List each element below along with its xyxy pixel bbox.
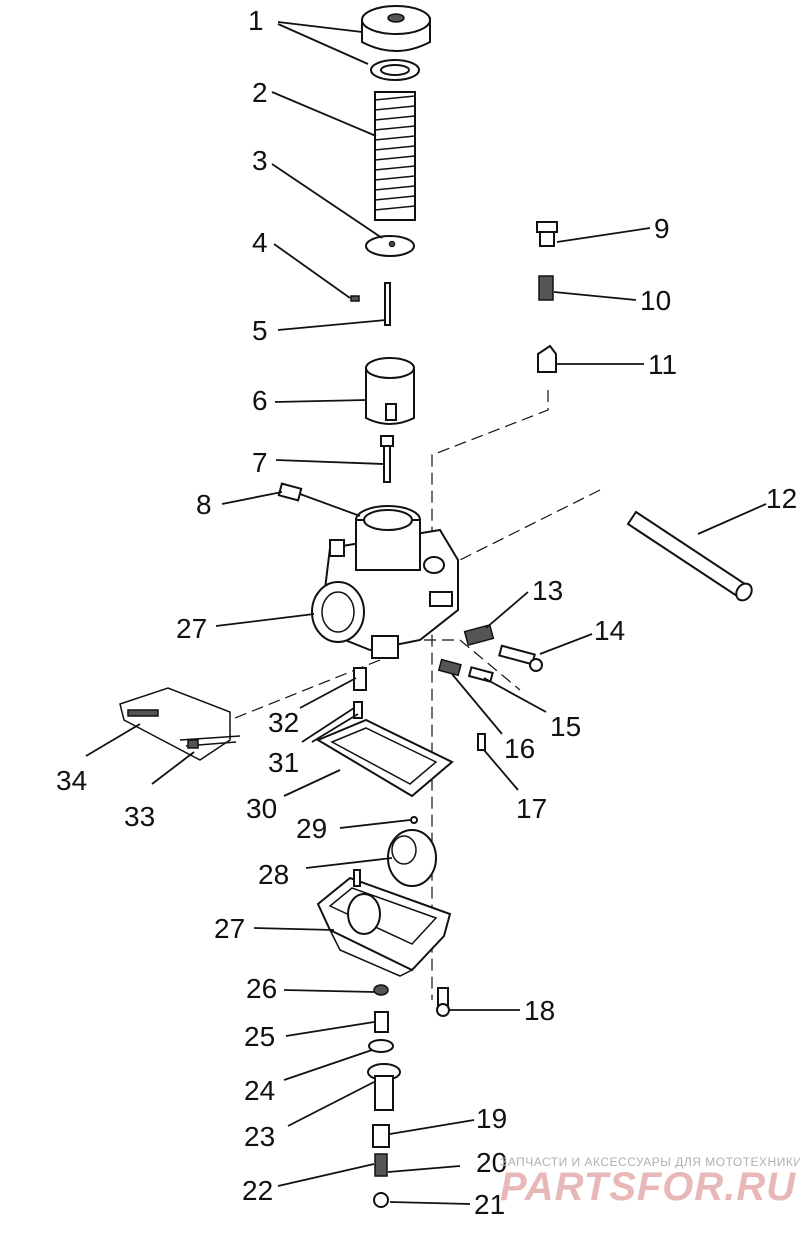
part-30-gasket: [315, 718, 454, 798]
part-19-starter-jet: [372, 1124, 390, 1148]
part-24-o-ring: [368, 1039, 394, 1053]
callout-1: 1: [248, 5, 264, 36]
part-8-pin: [277, 482, 303, 502]
callout-13: 13: [532, 575, 563, 606]
callout-27-body: 27: [176, 613, 207, 644]
callout-11: 11: [648, 349, 677, 380]
callout-5: 5: [252, 315, 268, 346]
part-7-needle-jet: [380, 435, 394, 483]
callout-30: 30: [246, 793, 277, 824]
carburetor-body: [311, 505, 459, 659]
callout-28: 28: [258, 859, 289, 890]
part-29-float-pin: [410, 816, 418, 824]
part-17-pin: [477, 733, 486, 751]
callout-22: 22: [242, 1175, 273, 1206]
callout-12: 12: [766, 483, 797, 514]
leader-lines: [85, 21, 767, 1205]
callout-7: 7: [252, 447, 268, 478]
part-5-jet-needle: [384, 282, 391, 326]
callout-33: 33: [124, 801, 155, 832]
part-2-spring: [374, 91, 416, 221]
watermark-caption: ЗАПЧАСТИ И АКСЕССУАРЫ ДЛЯ МОТОТЕХНИКИ: [500, 1155, 800, 1169]
part-26-main-jet: [373, 984, 389, 996]
callout-32: 32: [268, 707, 299, 738]
part-34-bracket: [119, 687, 231, 761]
callout-3: 3: [252, 145, 268, 176]
callout-25: 25: [244, 1021, 275, 1052]
callout-29: 29: [296, 813, 327, 844]
part-13-spring: [463, 623, 495, 647]
callout-2: 2: [252, 77, 268, 108]
watermark-logo: PARTSFOR.RU: [500, 1165, 796, 1209]
callout-19: 19: [476, 1103, 507, 1134]
part-18-drain-screw: [436, 987, 450, 1017]
callout-20: 20: [476, 1147, 507, 1178]
callout-34: 34: [56, 765, 87, 796]
callout-27-bowl: 27: [214, 913, 245, 944]
part-3-retainer-plate: [365, 235, 415, 257]
callout-4: 4: [252, 227, 268, 258]
watermark: ЗАПЧАСТИ И АКСЕССУАРЫ ДЛЯ МОТОТЕХНИКИ PA…: [500, 1155, 800, 1209]
part-9-valve-seat: [536, 221, 558, 247]
part-10-valve-spring: [538, 275, 554, 301]
part-23-nozzle: [367, 1063, 401, 1111]
part-11-valve-cap: [537, 344, 557, 373]
callout-6: 6: [252, 385, 268, 416]
callout-10: 10: [640, 285, 671, 316]
part-27-float-bowl: [316, 869, 452, 977]
callout-23: 23: [244, 1121, 275, 1152]
part-31-jet: [353, 701, 363, 719]
callout-21: 21: [474, 1189, 505, 1220]
callout-17: 17: [516, 793, 547, 824]
callout-18: 18: [524, 995, 555, 1026]
part-16-spring: [437, 658, 462, 677]
part-4-clip: [350, 295, 360, 302]
part-25-jet-holder: [374, 1011, 389, 1033]
part-12-tube: [626, 510, 753, 602]
part-20-spring: [374, 1153, 388, 1177]
part-6-throttle-slide: [365, 357, 415, 425]
part-21-nut: [373, 1192, 389, 1208]
callout-14: 14: [594, 615, 625, 646]
part-15-pilot-screw: [467, 666, 494, 683]
callout-8: 8: [196, 489, 212, 520]
part-1-cap: [361, 5, 431, 81]
part-28-float: [387, 829, 437, 887]
callout-labels: 1 2 3 4 5 6 7 8 9 10 11 12 13 14 15 16 1…: [56, 5, 797, 1220]
part-14-adjusting-screw: [498, 644, 543, 672]
callout-16: 16: [504, 733, 535, 764]
callout-15: 15: [550, 711, 581, 742]
part-33-clip: [179, 735, 241, 749]
callout-24: 24: [244, 1075, 275, 1106]
callout-9: 9: [654, 213, 670, 244]
callout-26: 26: [246, 973, 277, 1004]
callout-31: 31: [268, 747, 299, 778]
